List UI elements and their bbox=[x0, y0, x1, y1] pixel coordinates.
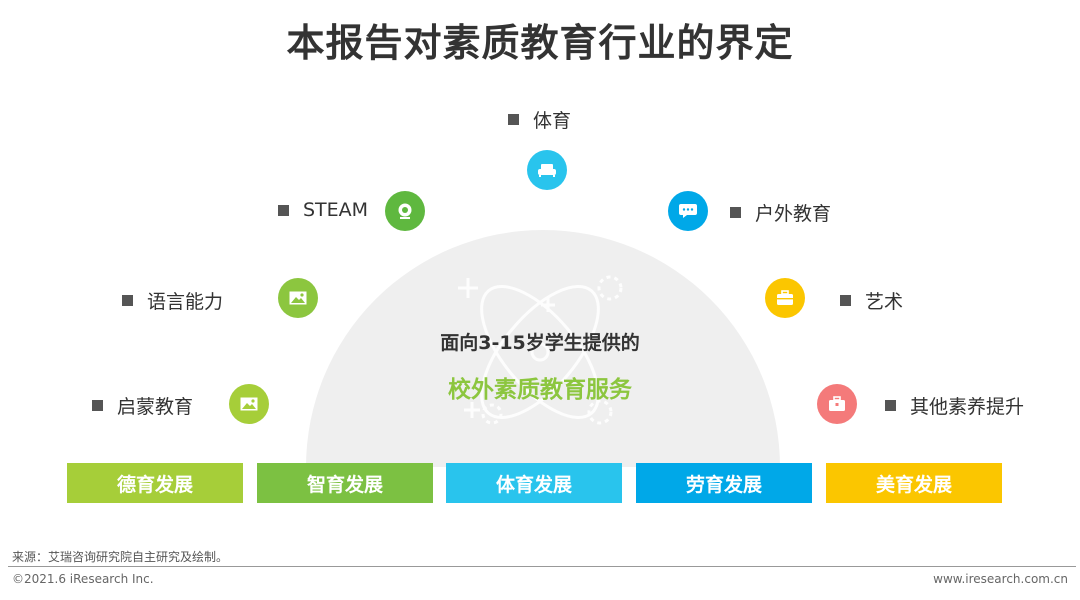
webcam-icon bbox=[385, 191, 425, 231]
toolbox-icon bbox=[817, 384, 857, 424]
item-other: 其他素养提升 bbox=[885, 392, 1024, 419]
footer-divider bbox=[8, 566, 1076, 567]
item-steam-label: STEAM bbox=[303, 199, 369, 221]
item-sports-label: 体育 bbox=[533, 110, 572, 132]
bar-intellectual: 智育发展 bbox=[257, 463, 433, 503]
picture-icon bbox=[229, 384, 269, 424]
bullet-square-icon bbox=[92, 400, 103, 411]
bullet-square-icon bbox=[730, 207, 741, 218]
item-outdoor: 户外教育 bbox=[730, 199, 831, 226]
website-link[interactable]: www.iresearch.com.cn bbox=[933, 572, 1068, 586]
bullet-square-icon bbox=[508, 114, 519, 125]
bullet-square-icon bbox=[278, 204, 289, 216]
chat-bubble-icon bbox=[668, 191, 708, 231]
atom-decoration-icon bbox=[458, 275, 623, 425]
bar-aesthetic: 美育发展 bbox=[826, 463, 1002, 503]
item-enlightenment-label: 启蒙教育 bbox=[117, 396, 194, 418]
center-headline: 校外素质教育服务 bbox=[448, 377, 632, 403]
item-outdoor-label: 户外教育 bbox=[755, 203, 832, 225]
bar-labor: 劳育发展 bbox=[636, 463, 812, 503]
page-title: 本报告对素质教育行业的界定 bbox=[286, 21, 794, 65]
item-art: 艺术 bbox=[840, 287, 903, 314]
item-other-label: 其他素养提升 bbox=[910, 396, 1025, 418]
source-note: 来源：艾瑞咨询研究院自主研究及绘制。 bbox=[12, 550, 229, 564]
picture-icon bbox=[278, 278, 318, 318]
item-steam: STEAM bbox=[278, 199, 368, 221]
briefcase-icon bbox=[765, 278, 805, 318]
copyright: ©2021.6 iResearch Inc. bbox=[12, 572, 154, 586]
item-enlightenment: 启蒙教育 bbox=[92, 392, 193, 419]
item-art-label: 艺术 bbox=[865, 291, 904, 313]
bullet-square-icon bbox=[885, 400, 896, 411]
bullet-square-icon bbox=[840, 295, 851, 306]
bar-moral: 德育发展 bbox=[67, 463, 243, 503]
item-language: 语言能力 bbox=[122, 287, 223, 314]
bullet-square-icon bbox=[122, 295, 133, 306]
item-sports: 体育 bbox=[508, 106, 571, 133]
center-subtitle: 面向3-15岁学生提供的 bbox=[440, 332, 640, 354]
bar-physical: 体育发展 bbox=[446, 463, 622, 503]
item-language-label: 语言能力 bbox=[147, 291, 224, 313]
sofa-icon bbox=[527, 150, 567, 190]
